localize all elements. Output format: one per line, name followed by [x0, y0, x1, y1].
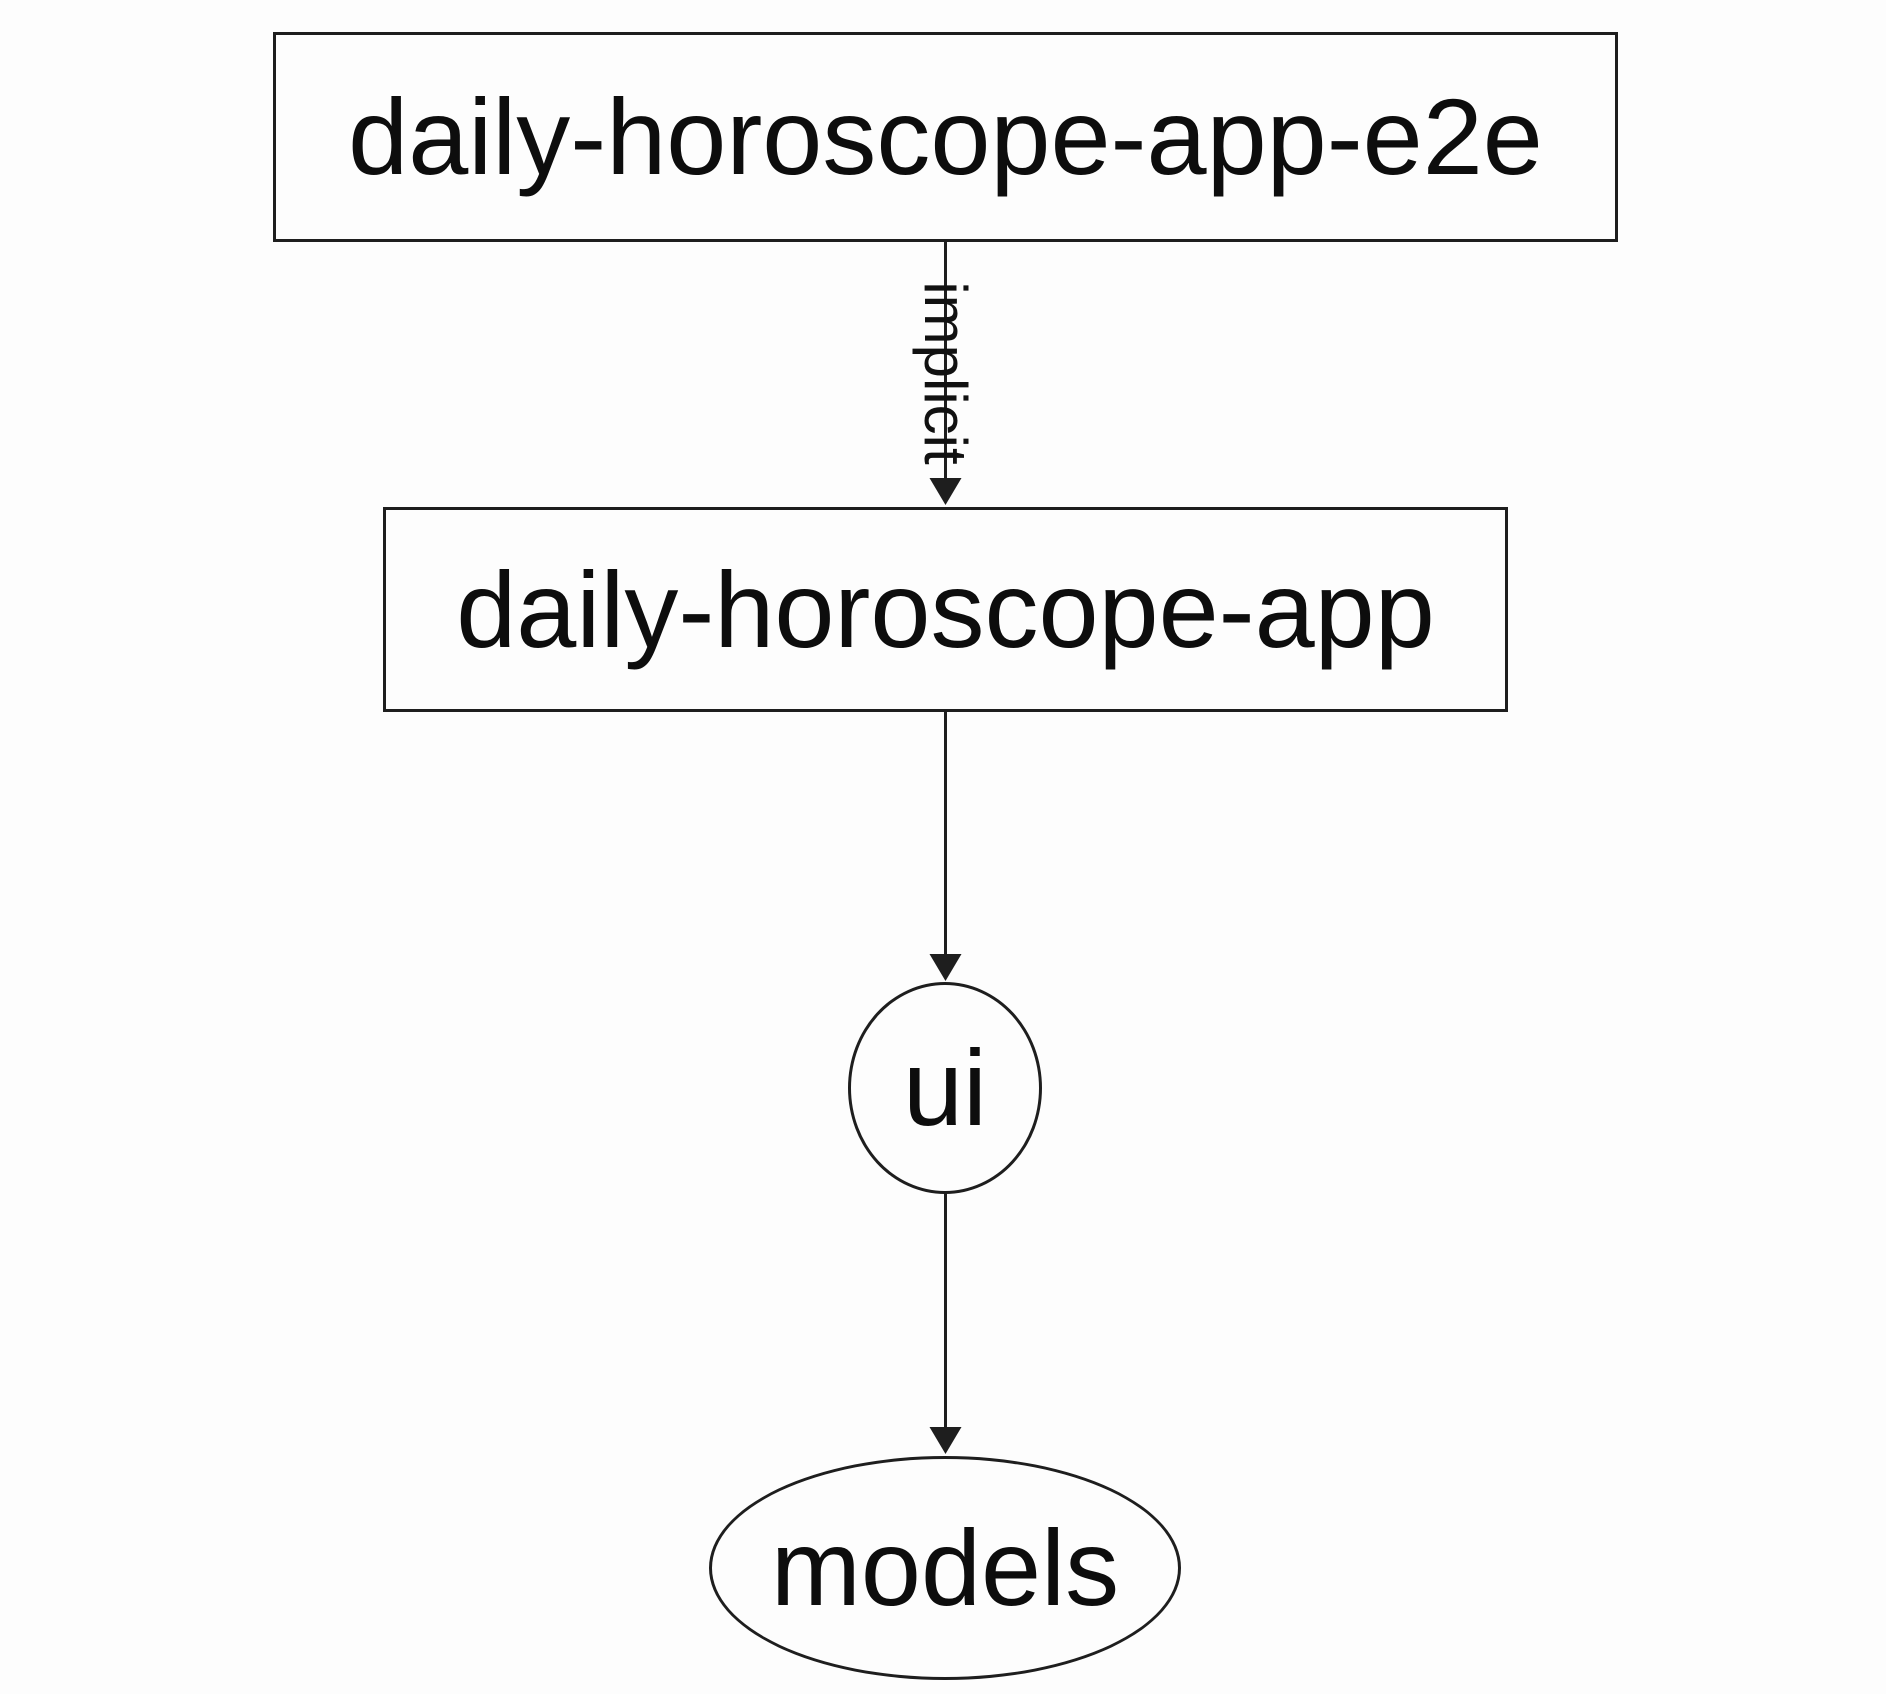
node-label: daily-horoscope-app-e2e	[348, 76, 1543, 197]
edge-app-to-ui	[929, 712, 962, 981]
edge-label-implicit: implicit	[912, 281, 979, 465]
edge-ui-to-models	[929, 1193, 962, 1454]
edge-e2e-to-app	[929, 242, 962, 505]
node-label: daily-horoscope-app	[456, 548, 1435, 670]
node-models[interactable]: models	[709, 1456, 1181, 1680]
arrowhead-icon	[929, 478, 962, 505]
node-daily-horoscope-app-e2e[interactable]: daily-horoscope-app-e2e	[273, 32, 1618, 242]
arrowhead-icon	[929, 954, 962, 981]
node-label: models	[770, 1507, 1120, 1628]
node-label: ui	[902, 1027, 988, 1148]
arrowhead-icon	[929, 1427, 962, 1454]
node-daily-horoscope-app[interactable]: daily-horoscope-app	[383, 507, 1508, 712]
node-ui[interactable]: ui	[848, 982, 1042, 1194]
